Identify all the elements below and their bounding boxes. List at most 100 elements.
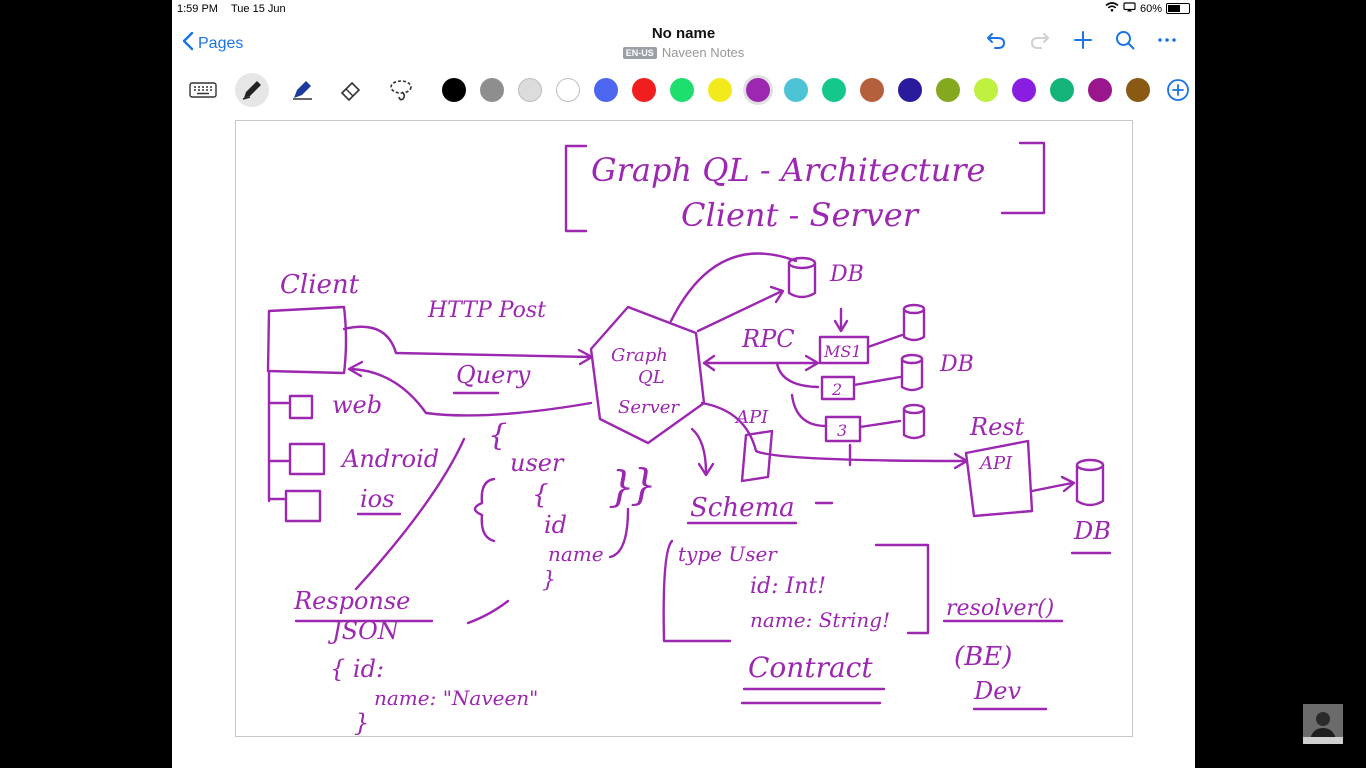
color-swatch[interactable] — [1126, 78, 1150, 102]
db-right-top — [1075, 458, 1105, 472]
rest-db-arrowhead — [1060, 475, 1076, 493]
db-top-arrowhead — [769, 285, 785, 304]
query-brace-open: { — [488, 418, 507, 453]
screen-mirror-icon — [1123, 2, 1136, 15]
drawing-toolbar — [172, 68, 1195, 112]
ms2-box — [820, 375, 856, 401]
db-ms1-body — [902, 307, 926, 342]
document-title[interactable]: No name — [651, 25, 716, 42]
android-label: Android — [340, 445, 439, 473]
ms3-label: 3 — [837, 421, 847, 440]
query-user: user — [510, 449, 565, 477]
ios-label: ios — [360, 485, 394, 513]
response-close: } — [354, 709, 369, 736]
pen-icon[interactable] — [235, 73, 269, 107]
field-id: id: Int! — [750, 574, 826, 599]
document-title-area: No name EN-US Naveen Notes — [172, 25, 1195, 60]
rpc-arrowhead-right — [804, 354, 820, 372]
document-subtitle: EN-US Naveen Notes — [172, 45, 1195, 60]
nav-bar: Pages No name EN-US Naveen Notes — [172, 18, 1195, 68]
language-badge[interactable]: EN-US — [622, 46, 657, 59]
android-icon — [288, 442, 326, 476]
response-name: name: "Naveen" — [374, 686, 538, 710]
response-arrow — [349, 367, 593, 417]
eraser-icon[interactable] — [334, 73, 368, 107]
color-swatch[interactable] — [518, 78, 542, 102]
color-swatch[interactable] — [860, 78, 884, 102]
pages-back-label: Pages — [198, 34, 244, 52]
client-box — [266, 305, 348, 375]
color-swatch[interactable] — [1050, 78, 1074, 102]
color-swatch[interactable] — [594, 78, 618, 102]
schema-bracket-right — [874, 543, 930, 635]
schema-label: Schema — [690, 493, 795, 523]
query-connector — [608, 507, 630, 559]
db-top-icon-body — [787, 261, 817, 299]
ms1-label: MS1 — [823, 342, 862, 361]
pages-back-button[interactable]: Pages — [182, 31, 243, 56]
db-right-label: DB — [1073, 517, 1111, 545]
color-swatch[interactable] — [556, 78, 580, 102]
schema-arrow — [690, 427, 708, 475]
status-right: 60% — [1105, 2, 1190, 15]
type-user-label: type User — [678, 542, 778, 566]
color-swatch[interactable] — [746, 78, 770, 102]
more-icon[interactable] — [1157, 30, 1177, 50]
highlighter-icon[interactable] — [285, 73, 319, 107]
color-swatch[interactable] — [480, 78, 504, 102]
lasso-icon[interactable] — [384, 73, 418, 107]
title-line-2: Client - Server — [681, 196, 920, 234]
add-color-icon[interactable] — [1161, 73, 1195, 107]
db-right-body — [1075, 463, 1105, 507]
color-swatch[interactable] — [1088, 78, 1112, 102]
db-top-arrow — [696, 289, 784, 333]
notes-app-screen: 1:59 PM Tue 15 Jun 60% Pages No name EN-… — [172, 0, 1195, 768]
presenter-video-thumbnail — [1303, 704, 1343, 744]
server-line-1: Graph — [611, 345, 668, 366]
color-swatch[interactable] — [784, 78, 808, 102]
request-arrow — [342, 325, 593, 359]
wifi-icon — [1105, 2, 1119, 15]
color-swatch[interactable] — [442, 78, 466, 102]
color-swatch[interactable] — [708, 78, 732, 102]
ms1-db-arrow — [866, 333, 904, 349]
color-swatch[interactable] — [822, 78, 846, 102]
dev-label: Dev — [973, 677, 1021, 705]
keyboard-icon[interactable] — [186, 73, 220, 107]
color-swatch[interactable] — [632, 78, 656, 102]
ms1-in-arrowhead — [833, 319, 849, 333]
rpc-arrowhead-left — [702, 354, 716, 372]
ms3-db-arrow — [858, 419, 902, 429]
title-bracket-right — [1000, 141, 1046, 215]
note-page-canvas[interactable]: Graph QL - Architecture Client - Server … — [235, 120, 1133, 737]
web-icon — [288, 394, 314, 420]
client-label: Client — [280, 270, 360, 300]
title-bracket-left — [564, 144, 588, 233]
color-swatch[interactable] — [670, 78, 694, 102]
db-ms3-body — [902, 407, 926, 440]
db-ms1-top — [902, 303, 926, 315]
status-bar: 1:59 PM Tue 15 Jun 60% — [172, 0, 1195, 18]
search-icon[interactable] — [1115, 30, 1135, 50]
color-swatch[interactable] — [1012, 78, 1036, 102]
resolver-label: resolver() — [946, 596, 1054, 621]
add-icon[interactable] — [1073, 30, 1093, 50]
ios-icon — [284, 489, 322, 523]
color-swatch[interactable] — [936, 78, 960, 102]
db-ms3-top — [902, 403, 926, 415]
db-top-label: DB — [829, 262, 864, 287]
api-box — [740, 429, 774, 483]
handwritten-diagram: Graph QL - Architecture Client - Server … — [266, 141, 1112, 737]
schema-arrowhead — [697, 462, 715, 477]
undo-icon[interactable] — [985, 30, 1007, 50]
color-swatch[interactable] — [898, 78, 922, 102]
color-swatch[interactable] — [974, 78, 998, 102]
rest-arrow — [700, 401, 968, 463]
ms3-box — [824, 415, 862, 443]
http-post-label: HTTP Post — [427, 298, 546, 323]
query-name: name — [548, 542, 604, 566]
query-big-brace-left — [473, 477, 496, 543]
redo-icon[interactable] — [1029, 30, 1051, 50]
response-arrowhead — [347, 360, 364, 378]
db-top-icon-top — [787, 256, 817, 270]
